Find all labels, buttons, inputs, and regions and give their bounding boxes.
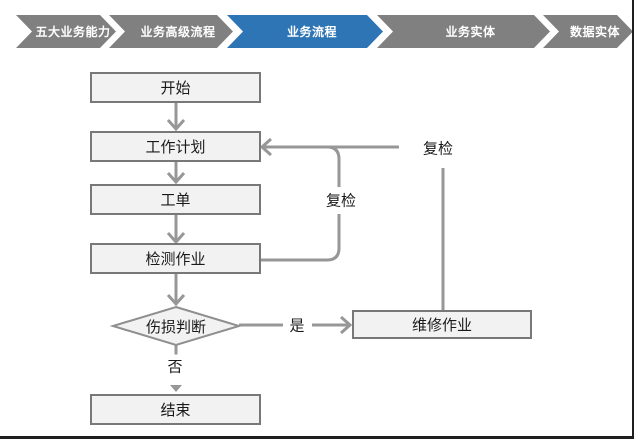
arrow-decision-no-to-end (170, 345, 182, 392)
nav-step-high-level-process[interactable]: 业务高级流程 (109, 15, 233, 48)
arrow-decision-yes-to-repair (239, 315, 353, 335)
nav-step-business-capabilities[interactable]: 五大业务能力 (16, 15, 116, 48)
edge-label-yes: 是 (286, 313, 308, 337)
nav-step-business-process-active[interactable]: 业务流程 (227, 15, 383, 48)
flow-node-inspection: 检测作业 (90, 243, 261, 274)
arrow-order-to-inspect (166, 215, 186, 245)
arrow-plan-to-order (166, 162, 186, 185)
edge-label-recheck-inner: 复检 (322, 188, 360, 212)
decision-diamond-shape (109, 305, 243, 347)
flow-node-damage-decision: 伤损判断 (145, 318, 206, 336)
edge-label-recheck-outer: 复检 (419, 136, 457, 160)
edge-label-no: 否 (164, 354, 186, 378)
nav-step-business-entity[interactable]: 业务实体 (377, 15, 550, 48)
flow-node-end: 结束 (90, 394, 261, 425)
arrow-start-to-plan (166, 103, 186, 132)
nav-step-data-entity[interactable]: 数据实体 (543, 15, 633, 48)
flow-node-repair: 维修作业 (352, 310, 532, 339)
arrow-recheck-into-plan (259, 137, 399, 157)
flow-node-start: 开始 (90, 72, 261, 103)
arrow-inspect-to-decision (166, 274, 186, 307)
flow-node-work-plan: 工作计划 (90, 131, 261, 162)
flow-node-work-order: 工单 (90, 184, 261, 215)
